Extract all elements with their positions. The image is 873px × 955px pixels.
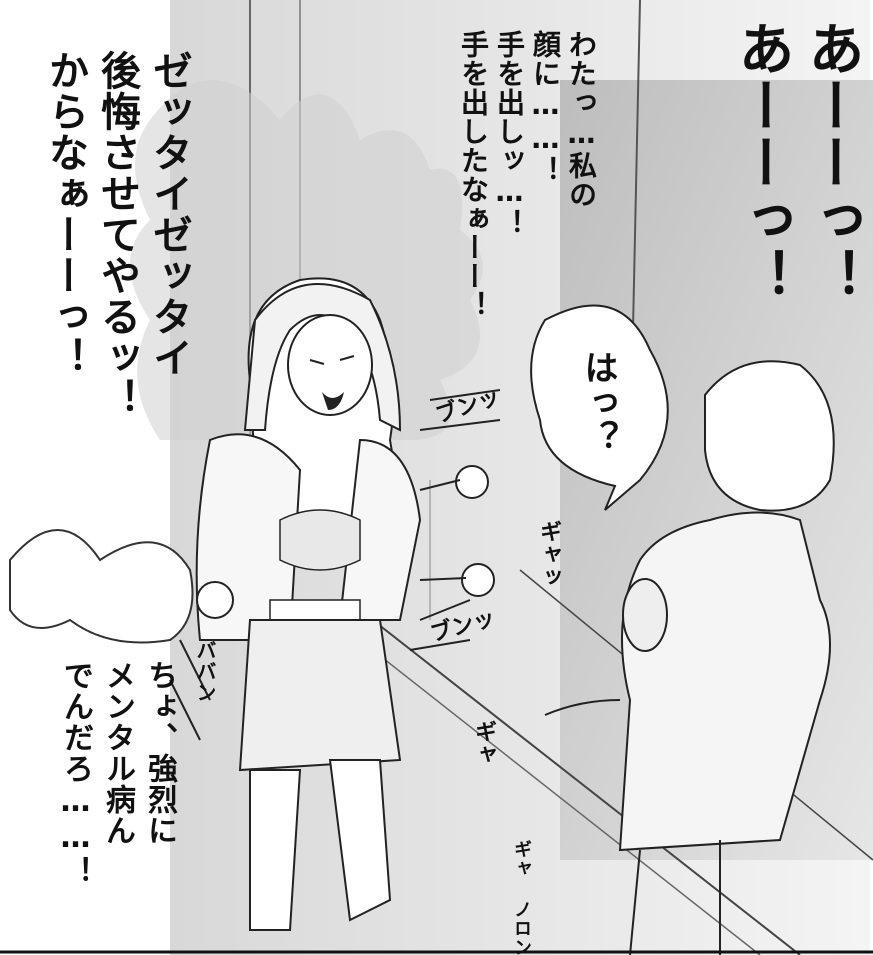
short-hair-woman: [544, 360, 835, 955]
sfx-gya-2: ギャ: [455, 720, 496, 840]
speech-choyo-line-2: メンタル病ん: [100, 660, 135, 846]
speech-bubble-left: [9, 529, 194, 644]
angry-woman: [195, 277, 495, 931]
speech-zettai-line-3: からなぁーーっ！: [42, 50, 88, 378]
speech-zettai-line-1: ゼッタイゼッタイ: [146, 50, 192, 378]
shout-ahh-line-2: あーーっ！: [729, 20, 794, 305]
speech-choyo: ちょ、強烈に メンタル病ん でんだろ……！: [25, 660, 177, 930]
speech-bubble-ha: [530, 304, 669, 511]
emotion-cloud: [130, 80, 483, 440]
speech-watashi-line-3: 手を出しッ…！: [493, 30, 526, 238]
speech-watashi-line-2: 顔に……！: [529, 30, 562, 185]
motion-lines: [169, 389, 501, 741]
speech-ha-line: はっ？: [578, 350, 618, 455]
sfx-baban: ババン: [175, 640, 217, 730]
sfx-gya-1: ギャッ: [520, 520, 561, 600]
speech-watashi: わたっ…私の 顔に……！ 手を出しッ…！ 手を出したなぁーー！: [420, 30, 600, 350]
sfx-gya-3-text: ギャ ノロン: [511, 840, 532, 955]
speech-watashi-line-1: わたっ…私の: [565, 30, 598, 209]
speech-ha: はっ？: [565, 350, 618, 480]
speech-choyo-line-3: でんだろ……！: [58, 660, 93, 887]
speech-zettai-line-2: 後悔させてやるッ！: [94, 50, 140, 419]
shout-ahh: あーーっ！ あーーっ！: [690, 20, 870, 350]
sfx-baban-text: ババン: [193, 640, 217, 703]
speech-choyo-line-1: ちょ、強烈に: [142, 660, 177, 846]
speech-zettai: ゼッタイゼッタイ 後悔させてやるッ！ からなぁーーっ！: [20, 50, 192, 470]
speech-watashi-line-4: 手を出したなぁーー！: [457, 30, 490, 320]
sfx-gya-3: ギャ ノロン: [490, 840, 532, 955]
sfx-gya-1-text: ギャッ: [536, 520, 561, 589]
sfx-gya-2-text: ギャ: [471, 720, 496, 766]
shout-ahh-line-1: あーーっ！: [799, 20, 864, 305]
